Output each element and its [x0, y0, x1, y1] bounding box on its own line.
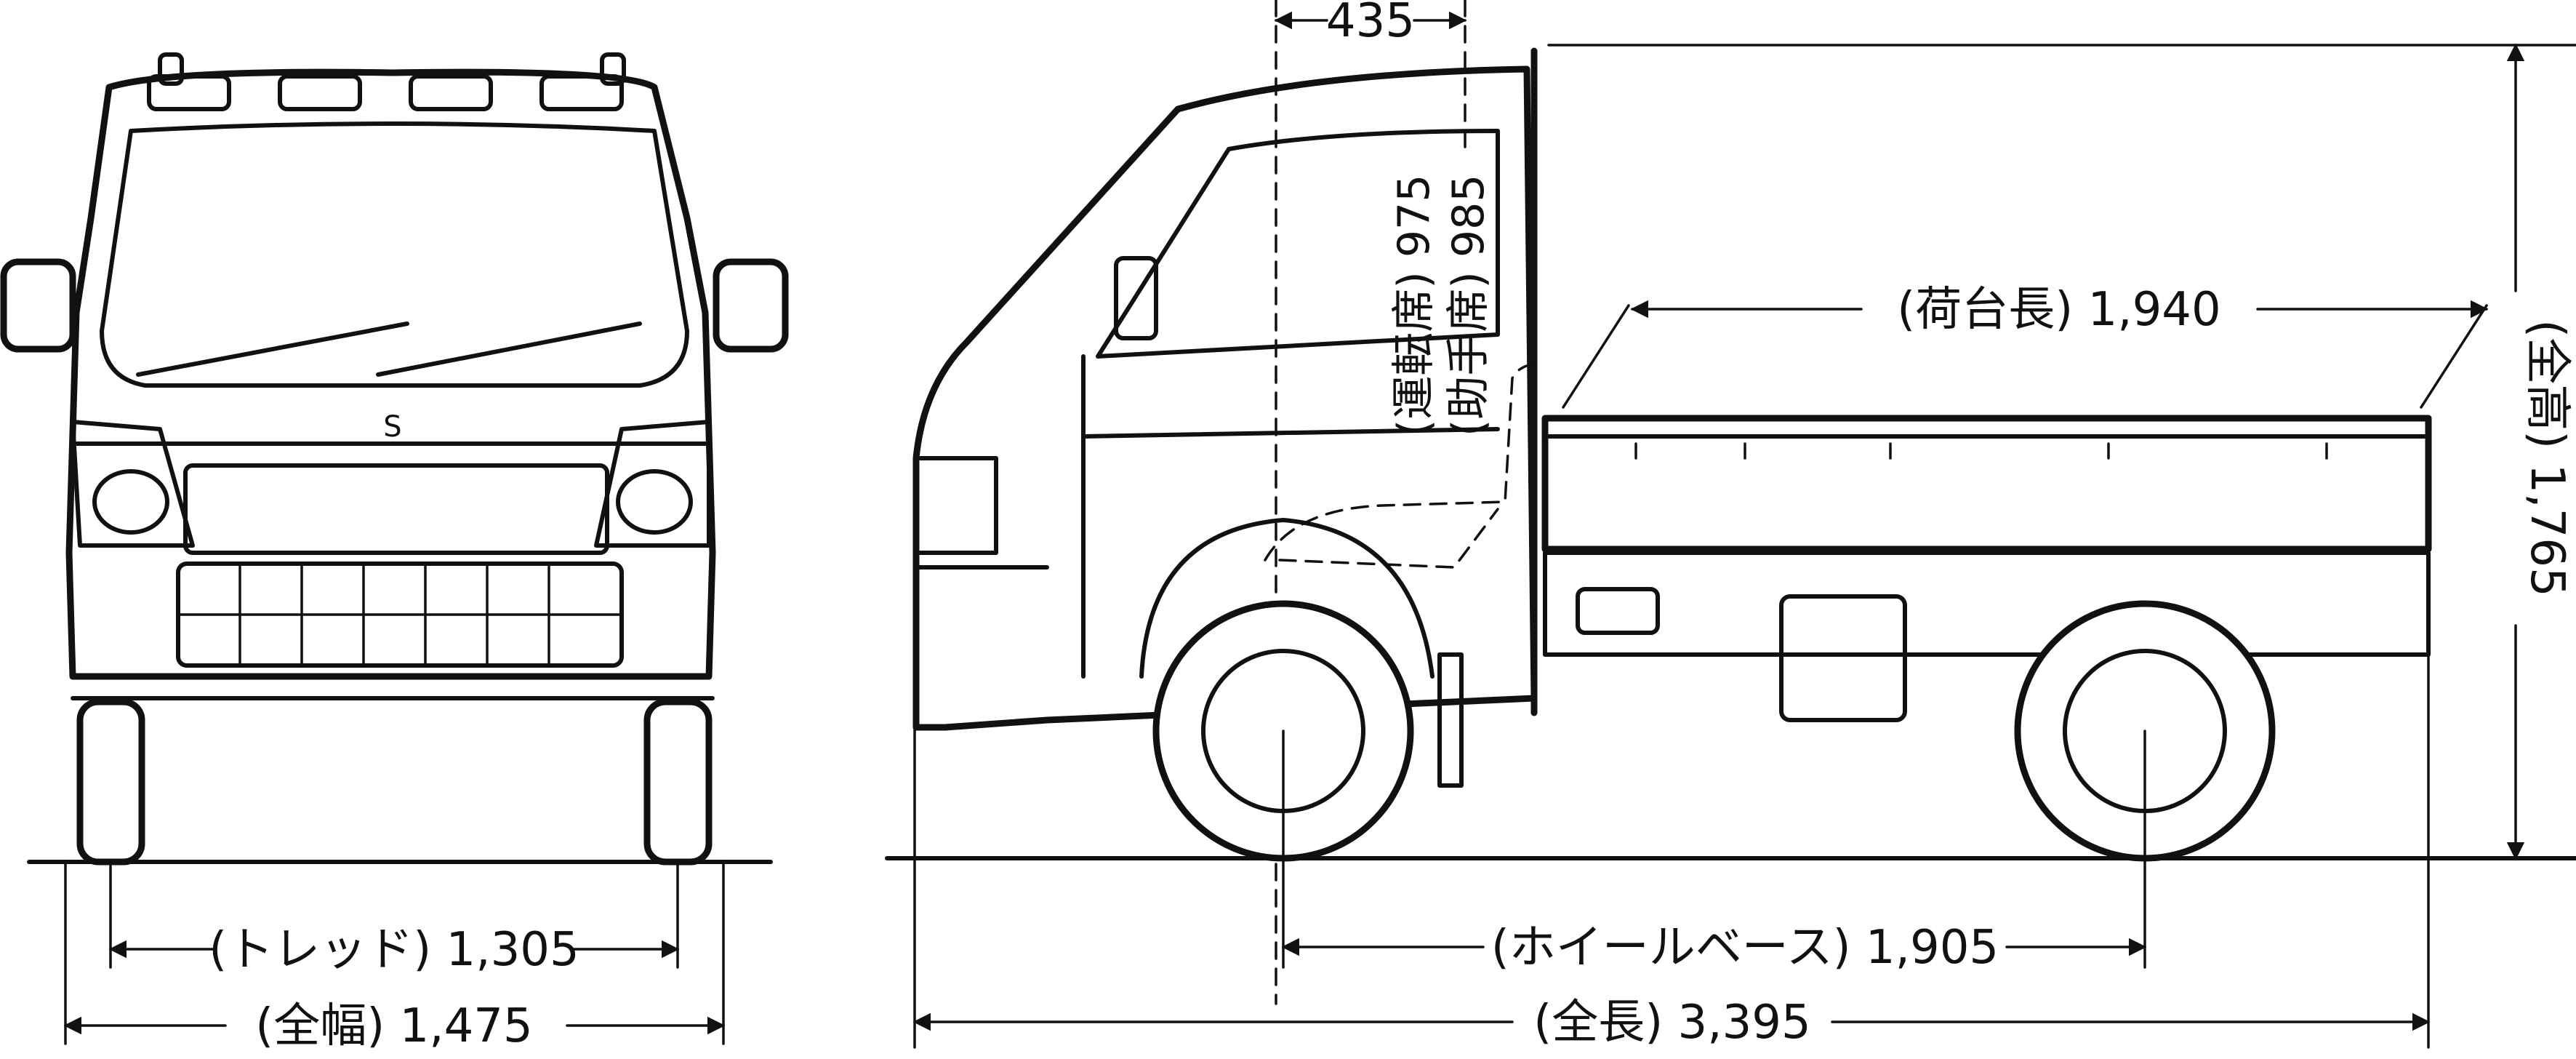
mudflap — [1437, 652, 1464, 788]
side-window — [1096, 129, 1500, 359]
passenger-seat-height-label: (助手席) 985 — [1443, 175, 1494, 436]
side-mirror — [1114, 256, 1158, 340]
seat-outline — [1264, 362, 1543, 562]
door-lines — [1081, 354, 1500, 679]
side-cab-outline — [912, 65, 1538, 731]
bed-side-panel — [1541, 415, 2432, 553]
seat-base-outline — [1278, 508, 1499, 569]
bed-rear-ext — [2420, 304, 2488, 409]
right-headlamp — [616, 469, 693, 535]
left-headlight — [71, 420, 195, 548]
left-headlamp — [92, 469, 169, 535]
roof-rack — [147, 52, 626, 111]
side-lamp — [1576, 587, 1660, 635]
right-front-tire — [643, 698, 713, 866]
right-mirror — [713, 258, 789, 353]
overall-length-label: (全長) 3,395 — [1533, 996, 1811, 1050]
driver-seat-height-label: (運転席) 975 — [1389, 175, 1440, 436]
front-windshield — [100, 121, 689, 388]
bed-length-label: (荷台長) 1,940 — [1897, 283, 2221, 337]
left-mirror — [0, 258, 76, 353]
bed-front-ext — [1562, 304, 1630, 409]
side-headlight — [914, 456, 998, 555]
tread-label: (トレッド) 1,305 — [209, 923, 579, 977]
wheelbase-label: (ホイールベース) 1,905 — [1491, 921, 1999, 975]
front-view: S (トレッド) 1,305 (全幅) 1,475 — [0, 52, 789, 1053]
bed-hooks — [1634, 442, 2328, 460]
overall-height-label: (全高) 1,765 — [2520, 319, 2574, 597]
left-front-tire — [76, 698, 145, 866]
overall-width-label: (全幅) 1,475 — [255, 999, 533, 1053]
cargo-bed — [1541, 304, 2488, 553]
grille-slats — [177, 562, 623, 667]
fuel-tank — [1779, 594, 1907, 722]
front-wheel-arch — [1139, 518, 1435, 679]
wipers — [136, 321, 642, 377]
seat-offset-label: 435 — [1326, 0, 1415, 48]
brand-emblem: S — [383, 410, 401, 444]
front-panel — [183, 463, 609, 555]
right-headlight — [594, 420, 711, 548]
chassis-frame — [1543, 551, 2431, 657]
side-view: (運転席) 975 (助手席) 985 435 (荷台長) 1,940 — [885, 0, 2576, 1050]
